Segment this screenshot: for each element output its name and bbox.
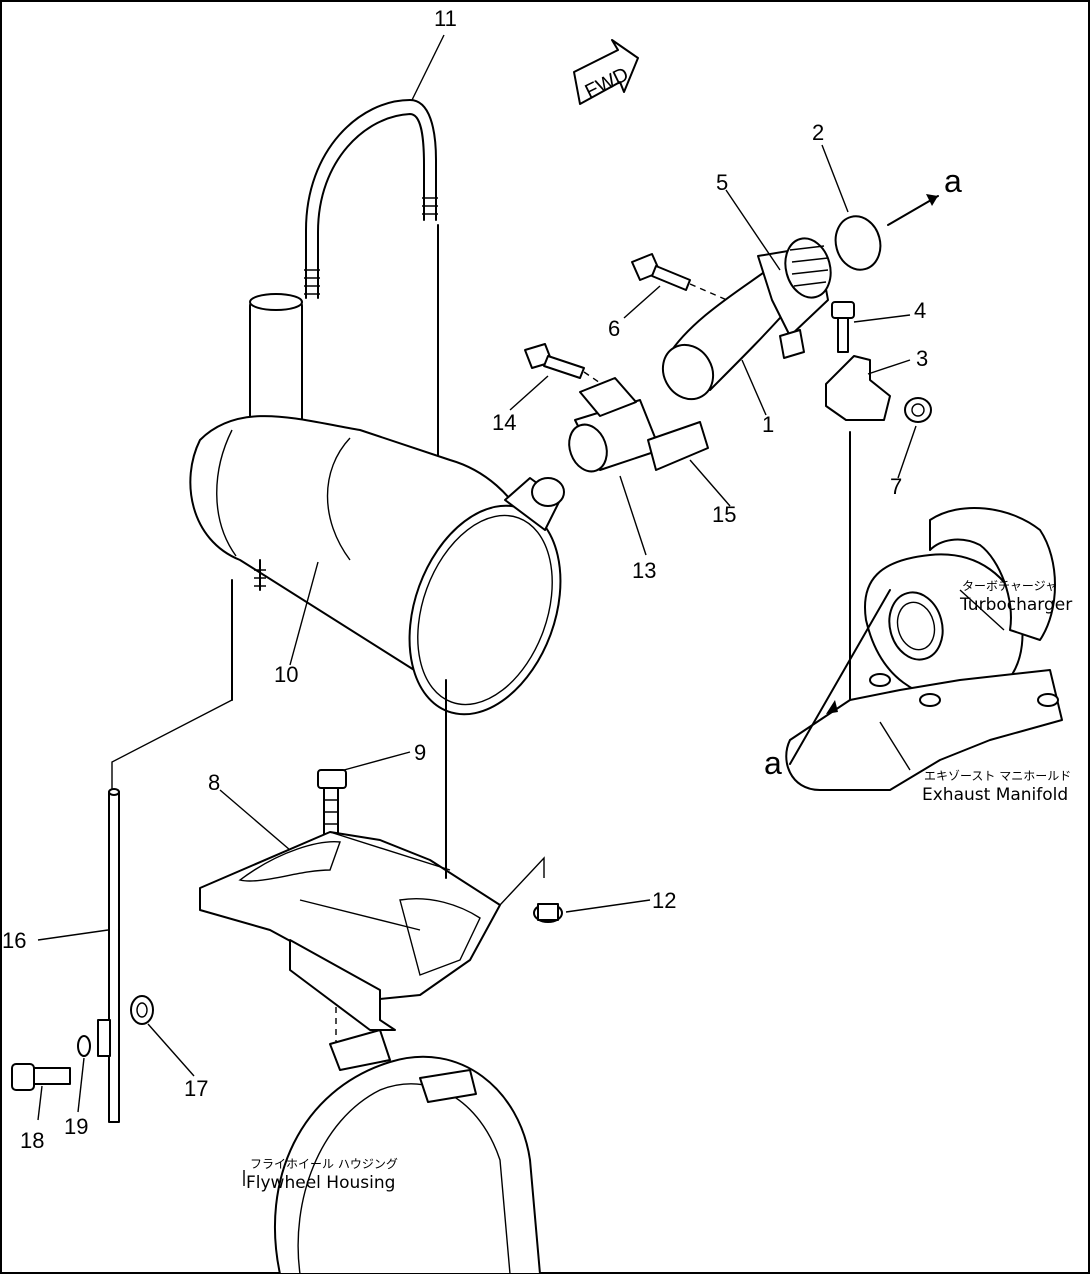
part-label-2: 2 [812, 120, 824, 145]
exhaust-manifold-label-jp: エキゾースト マニホールド [924, 769, 1071, 783]
exhaust-manifold-callout: エキゾースト マニホールド Exhaust Manifold [922, 769, 1071, 805]
bracket-3 [825, 355, 891, 421]
muffler-10 [189, 293, 565, 716]
nut-17 [130, 995, 154, 1025]
part-label-6: 6 [608, 316, 620, 341]
flywheel-housing-label-en: Flywheel Housing [246, 1173, 395, 1193]
part-label-7: 7 [890, 474, 902, 499]
part-label-15: 15 [712, 502, 736, 527]
clamp-plate-15 [647, 421, 709, 471]
leader-16-track [111, 699, 233, 790]
exhaust-manifold-label-en: Exhaust Manifold [922, 785, 1068, 805]
part-label-1: 1 [762, 412, 774, 437]
part-label-10: 10 [274, 662, 298, 687]
flywheel-housing-callout: フライホイール ハウジング Flywheel Housing [243, 1157, 398, 1193]
part-label-9: 9 [414, 740, 426, 765]
bolt-4 [831, 301, 855, 353]
part-label-14: 14 [492, 410, 516, 435]
part-label-17: 17 [184, 1076, 208, 1101]
bolt-18 [11, 1063, 71, 1091]
nut-7 [904, 397, 932, 423]
part-label-8: 8 [208, 770, 220, 795]
exhaust-manifold [785, 669, 1063, 791]
ref-mark-a-turbo: a [764, 745, 782, 781]
washer-19 [77, 1035, 91, 1057]
part-number-labels: 11 2 5 4 6 3 1 14 7 15 13 10 9 8 12 16 1… [2, 6, 928, 1153]
flywheel-housing [273, 1029, 541, 1274]
part-label-5: 5 [716, 170, 728, 195]
flange-nut-12 [533, 903, 563, 923]
part-label-12: 12 [652, 888, 676, 913]
rod-16 [97, 788, 120, 1123]
turbocharger-label-jp: ターボチャージャ [962, 579, 1057, 593]
turbocharger-label-en: Turbocharger [959, 595, 1072, 615]
ref-mark-a-top: a [944, 163, 962, 199]
turbocharger [864, 506, 1056, 701]
clamp-13 [568, 377, 661, 473]
u-bolt-11 [304, 99, 439, 481]
snap-ring-2 [834, 215, 882, 271]
part-label-18: 18 [20, 1128, 44, 1153]
bracket-8 [199, 679, 545, 1031]
part-label-16: 16 [2, 928, 26, 953]
part-label-3: 3 [916, 346, 928, 371]
flywheel-housing-label-jp: フライホイール ハウジング [250, 1157, 398, 1171]
turbocharger-callout: ターボチャージャ Turbocharger [959, 579, 1072, 615]
bellows-5 [784, 237, 832, 299]
fwd-arrow-sign: FWD [573, 39, 639, 105]
bolt-6 [631, 253, 751, 311]
leader-lines [37, 34, 1005, 1121]
part-label-11: 11 [434, 6, 457, 31]
part-label-4: 4 [914, 298, 926, 323]
part-label-19: 19 [64, 1114, 88, 1139]
part-label-13: 13 [632, 558, 656, 583]
